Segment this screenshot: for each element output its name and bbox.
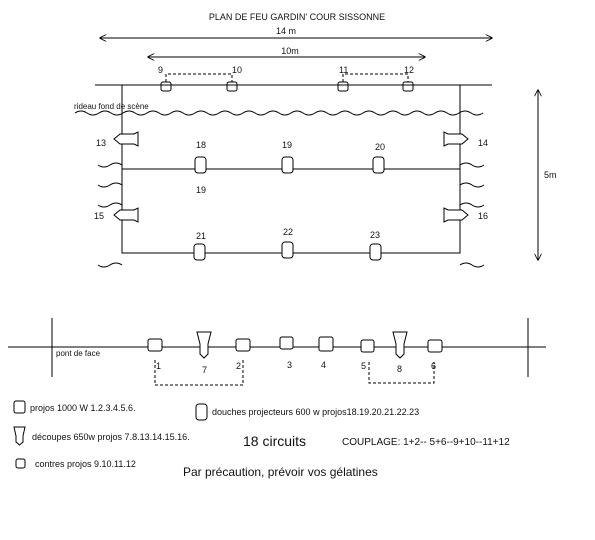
douche-fixture-22 xyxy=(281,241,294,259)
circuits-count: 18 circuits xyxy=(243,433,306,449)
legend-projo-icon xyxy=(13,400,26,414)
contre-fixture-10 xyxy=(226,81,238,92)
legend-decoupe-icon xyxy=(13,426,26,446)
douche-number: 22 xyxy=(283,227,293,237)
decoupe-fixture-15 xyxy=(113,207,139,223)
depth-dimension-label: 5m xyxy=(544,170,557,180)
wing-wave-right-1 xyxy=(459,162,485,168)
projo-fixture-3 xyxy=(279,336,294,350)
contre-number: 12 xyxy=(404,65,414,75)
side-number: 14 xyxy=(478,138,488,148)
width-dimension-label: 14 m xyxy=(276,26,296,36)
rideau-label: rideau fond de scène xyxy=(74,102,149,111)
face-number: 4 xyxy=(321,360,326,370)
legend-projos-text: projos 1000 W 1.2.3.4.5.6. xyxy=(30,403,136,413)
face-number: 8 xyxy=(397,364,402,374)
douche-fixture-23 xyxy=(369,243,382,261)
projo-fixture-4 xyxy=(318,336,334,352)
contre-fixture-11 xyxy=(337,81,349,92)
face-number: 2 xyxy=(236,361,241,371)
wing-wave-right-3 xyxy=(459,262,485,268)
precaution-note: Par précaution, prévoir vos gélatines xyxy=(183,465,378,479)
projo-fixture-1 xyxy=(147,338,163,352)
wing-wave-left-3 xyxy=(97,262,123,268)
douche-number: 23 xyxy=(370,230,380,240)
wing-wave-left-1 xyxy=(97,162,123,168)
douche-fixture-21 xyxy=(193,243,206,261)
pont-de-face-label: pont de face xyxy=(56,349,101,358)
decoupe-fixture-7 xyxy=(196,331,212,359)
face-number: 1 xyxy=(156,361,161,371)
legend-contre-icon xyxy=(15,458,26,469)
contre-number: 10 xyxy=(232,65,242,75)
wing-wave-left-4 xyxy=(97,202,123,208)
coupling-11-12 xyxy=(342,73,409,82)
legend-douche-icon xyxy=(195,403,208,421)
contre-fixture-12 xyxy=(402,81,414,92)
inner-width-dimension-label: 10m xyxy=(281,46,299,56)
decoupe-fixture-14 xyxy=(443,131,469,147)
douche-number: 19 xyxy=(282,140,292,150)
face-number: 7 xyxy=(202,365,207,375)
wing-wave-right-2 xyxy=(459,182,485,188)
side-number: 15 xyxy=(94,211,104,221)
contre-number: 9 xyxy=(158,65,163,75)
douche-number: 18 xyxy=(196,140,206,150)
plan-title: PLAN DE FEU GARDIN' COUR SISSONNE xyxy=(209,12,385,22)
decoupe-fixture-16 xyxy=(443,207,469,223)
douche-fixture-18 xyxy=(194,156,207,174)
rideau-wave xyxy=(74,110,484,116)
decoupe-fixture-8 xyxy=(392,331,408,359)
side-number: 13 xyxy=(96,138,106,148)
douche-fixture-19 xyxy=(281,156,294,174)
wing-wave-right-4 xyxy=(459,202,485,208)
decoupe-fixture-13 xyxy=(113,131,139,147)
douche-number: 21 xyxy=(196,231,206,241)
projo-fixture-5 xyxy=(360,339,375,353)
contre-number: 11 xyxy=(339,65,348,75)
projo-fixture-6 xyxy=(427,339,443,353)
legend-decoupes-text: découpes 650w projos 7.8.13.14.15.16. xyxy=(32,432,190,442)
face-number: 3 xyxy=(287,360,292,370)
contre-fixture-9 xyxy=(160,81,172,92)
coupling-1-2 xyxy=(154,360,244,386)
wing-wave-left-2 xyxy=(97,182,123,188)
coupling-9-10 xyxy=(165,73,233,82)
couplage-text: COUPLAGE: 1+2-- 5+6--9+10--11+12 xyxy=(342,437,510,448)
side-number: 16 xyxy=(478,211,488,221)
projo-fixture-2 xyxy=(235,338,251,352)
legend-douches-text: douches projecteurs 600 w projos18.19.20… xyxy=(212,407,419,417)
douche-number: 20 xyxy=(375,142,385,152)
douche-fixture-20 xyxy=(372,156,385,174)
face-number: 5 xyxy=(361,361,366,371)
legend-contres-text: contres projos 9.10.11.12 xyxy=(35,459,136,469)
coupling-5-6 xyxy=(368,362,435,384)
douche-number: 19 xyxy=(196,185,206,195)
